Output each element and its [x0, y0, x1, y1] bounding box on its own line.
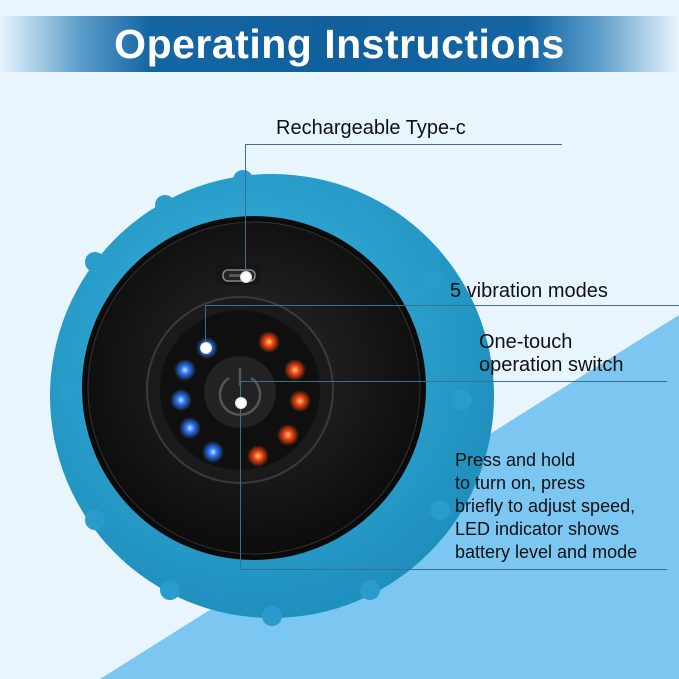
leader-line-type-c [245, 144, 562, 145]
callout-dot-switch [235, 397, 247, 409]
callout-dot-modes [200, 342, 212, 354]
instructions-line: Press and hold [455, 450, 576, 470]
instructions-line: to turn on, press [455, 473, 586, 493]
leader-line-instructions [240, 569, 667, 570]
usb-c-port-icon [216, 265, 260, 285]
header-banner [0, 16, 679, 72]
instructions-line: LED indicator shows [455, 519, 620, 539]
instructions-line: battery level and mode [455, 542, 638, 562]
callout-switch-line1: One-touch [479, 331, 573, 353]
callout-dot-type-c [240, 271, 252, 283]
instructions-line: briefly to adjust speed, [455, 496, 636, 516]
callout-switch-line2: operation switch [479, 354, 624, 376]
leader-line-switch-v [240, 381, 241, 569]
leader-line-modes-v [205, 305, 206, 348]
callout-type-c: Rechargeable Type-c [276, 117, 466, 139]
callout-instructions: Press and hold to turn on, press briefly… [455, 449, 637, 564]
callout-vibration-modes: 5 vibration modes [450, 280, 608, 302]
led-indicator-red [247, 331, 311, 467]
leader-line-modes [205, 305, 679, 306]
leader-line-type-c-v [245, 144, 246, 276]
leader-line-switch [240, 381, 667, 382]
page-title: Operating Instructions [114, 21, 565, 67]
